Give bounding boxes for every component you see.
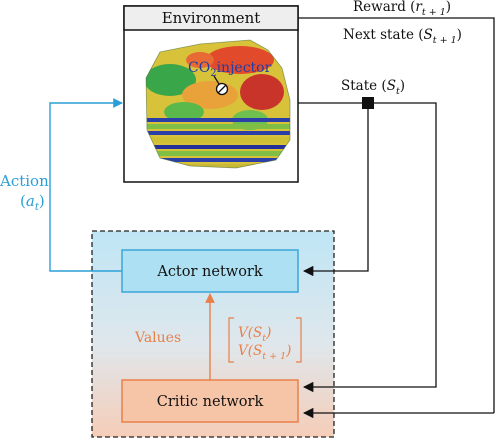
action-symbol: (at)	[20, 192, 45, 213]
critic-network-box: Critic network	[121, 379, 299, 423]
state-to-critic-arrow	[302, 102, 437, 393]
value-terms-bracket	[228, 317, 302, 363]
injector-well-icon	[215, 82, 229, 96]
actor-network-box: Actor network	[121, 249, 299, 293]
reward-label: Reward (rt + 1)	[353, 0, 451, 18]
next-state-label: Next state (St + 1)	[343, 27, 462, 46]
state-to-actor-arrow	[302, 109, 369, 277]
state-node	[362, 97, 374, 109]
critic-network-label: Critic network	[157, 394, 264, 410]
reservoir-model-image	[145, 39, 291, 169]
values-label: Values	[134, 330, 181, 346]
state-label: State (St)	[341, 78, 405, 97]
injector-pointer	[213, 75, 220, 85]
value-term-next: V(St + 1)	[238, 343, 291, 362]
co2-injector-label: CO2injector	[188, 60, 272, 79]
actor-network-label: Actor network	[156, 264, 263, 280]
value-term-current: V(St)	[238, 325, 271, 344]
action-label: Action	[0, 172, 49, 190]
action-arrow	[49, 98, 123, 272]
environment-title: Environment	[162, 9, 261, 27]
reward-next-state-connector	[298, 17, 495, 413]
